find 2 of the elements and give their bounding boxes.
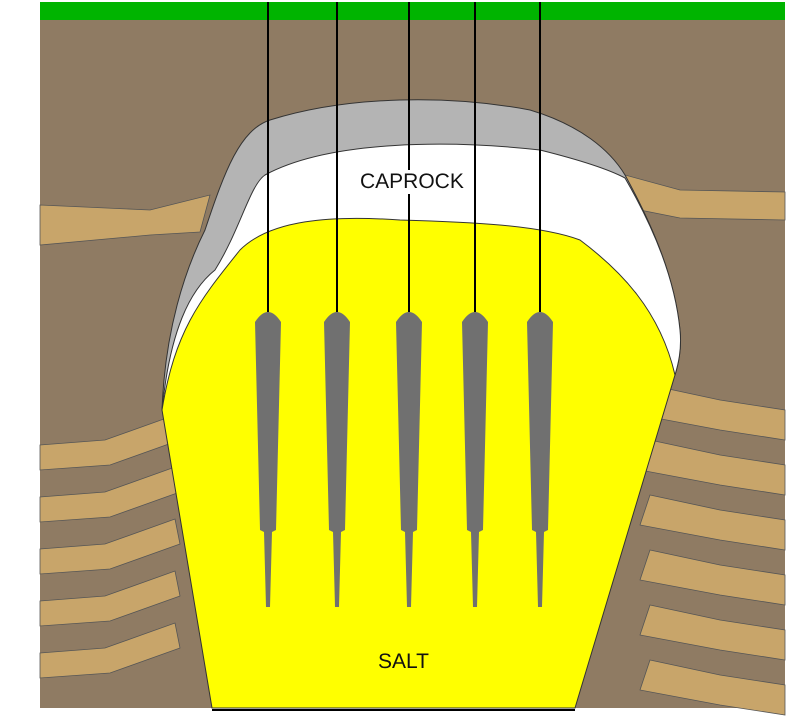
caprock-label: CAPROCK — [360, 170, 464, 194]
salt-label: SALT — [378, 650, 429, 674]
